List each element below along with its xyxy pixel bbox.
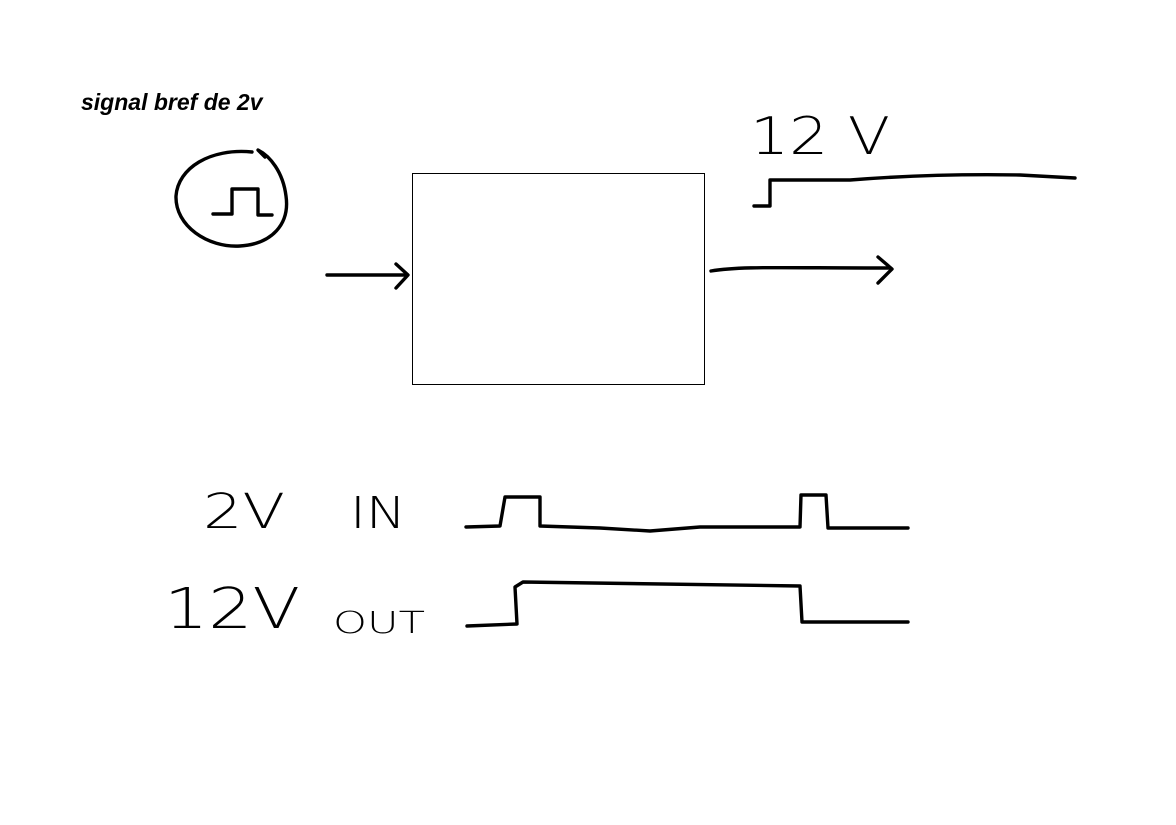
in-direction-label: IN (350, 488, 406, 539)
pulse-glyph (211, 187, 274, 217)
output-level-label: 12 V (750, 107, 890, 167)
out-voltage-label: 12V (164, 577, 300, 642)
output-step-waveform (752, 173, 1077, 208)
in-voltage-label: 2V (203, 484, 285, 540)
pulse-circle (174, 148, 289, 248)
out-waveform (465, 580, 910, 628)
circuit-block (412, 173, 705, 385)
input-pulse-symbol (174, 148, 289, 248)
out-direction-label: OUT (333, 606, 425, 641)
output-arrow (709, 255, 894, 285)
input-arrow (325, 262, 410, 290)
in-waveform (464, 493, 910, 533)
diagram-title: signal bref de 2v (81, 89, 264, 115)
